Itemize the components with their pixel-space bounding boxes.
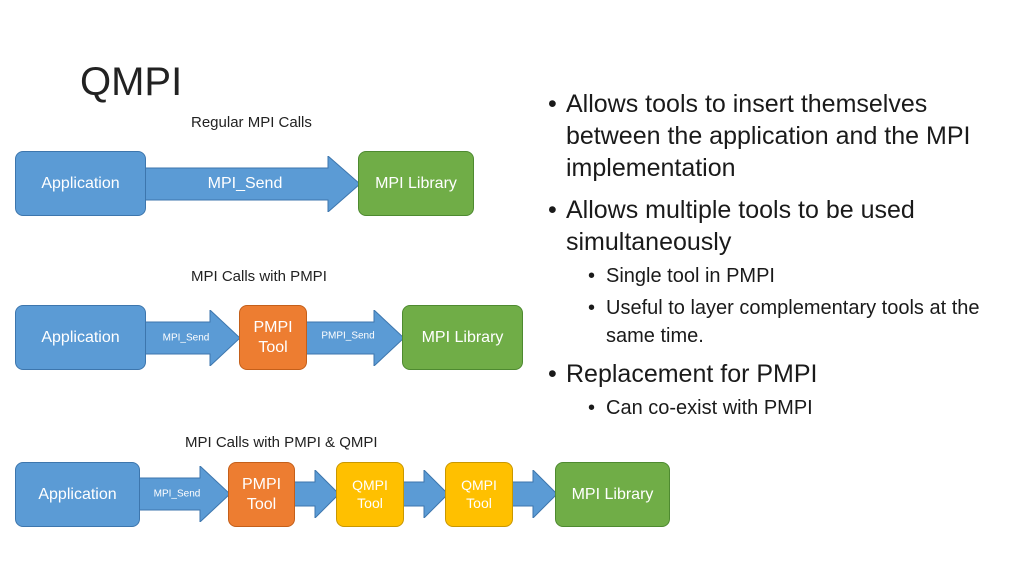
bullet-item-2-sublist: Single tool in PMPI Useful to layer comp… xyxy=(548,262,1008,350)
row2-call2-label: PMPI_Send xyxy=(321,330,375,342)
row2-pmpi-tool-box: PMPI Tool xyxy=(239,305,307,370)
row1-application-box: Application xyxy=(15,151,146,216)
row3-pmpi-tool-box: PMPI Tool xyxy=(228,462,295,527)
row3-qmpi-tool-box-2: QMPI Tool xyxy=(445,462,513,527)
arrow-row3-qmpi1-to-qmpi2 xyxy=(402,470,448,518)
arrow-mpi-send-row2 xyxy=(144,310,240,366)
row2-application-box: Application xyxy=(15,305,146,370)
sub-bullet-item: Can co-exist with PMPI xyxy=(588,394,1008,422)
bullet-item-3: Replacement for PMPI xyxy=(548,358,1008,390)
arrow-mpi-send-row3 xyxy=(138,466,230,522)
row1-mpi-library-box: MPI Library xyxy=(358,151,474,216)
bullet-item-3-sublist: Can co-exist with PMPI xyxy=(548,394,1008,422)
row2-mpi-library-box: MPI Library xyxy=(402,305,523,370)
row2-label: MPI Calls with PMPI xyxy=(191,268,327,285)
bullet-item-2: Allows multiple tools to be used simulta… xyxy=(548,194,1008,258)
arrow-pmpi-send-row2 xyxy=(306,310,404,366)
row2-call1-label: MPI_Send xyxy=(162,332,210,344)
arrow-mpi-send-row1 xyxy=(144,156,360,212)
sub-bullet-item: Useful to layer complementary tools at t… xyxy=(588,294,1008,350)
bullet-list: Allows tools to insert themselves betwee… xyxy=(548,88,1008,430)
row1-call-label: MPI_Send xyxy=(207,175,283,192)
slide-title: QMPI xyxy=(80,60,183,104)
row3-qmpi-tool-box-1: QMPI Tool xyxy=(336,462,404,527)
arrow-row3-pmpi-to-qmpi1 xyxy=(293,470,339,518)
row3-label: MPI Calls with PMPI & QMPI xyxy=(185,434,378,451)
arrow-row3-qmpi2-to-library xyxy=(511,470,557,518)
sub-bullet-item: Single tool in PMPI xyxy=(588,262,1008,290)
row3-mpi-library-box: MPI Library xyxy=(555,462,670,527)
bullet-item-1: Allows tools to insert themselves betwee… xyxy=(548,88,1008,184)
row3-application-box: Application xyxy=(15,462,140,527)
row1-label: Regular MPI Calls xyxy=(191,114,312,131)
row3-call1-label: MPI_Send xyxy=(153,488,201,500)
